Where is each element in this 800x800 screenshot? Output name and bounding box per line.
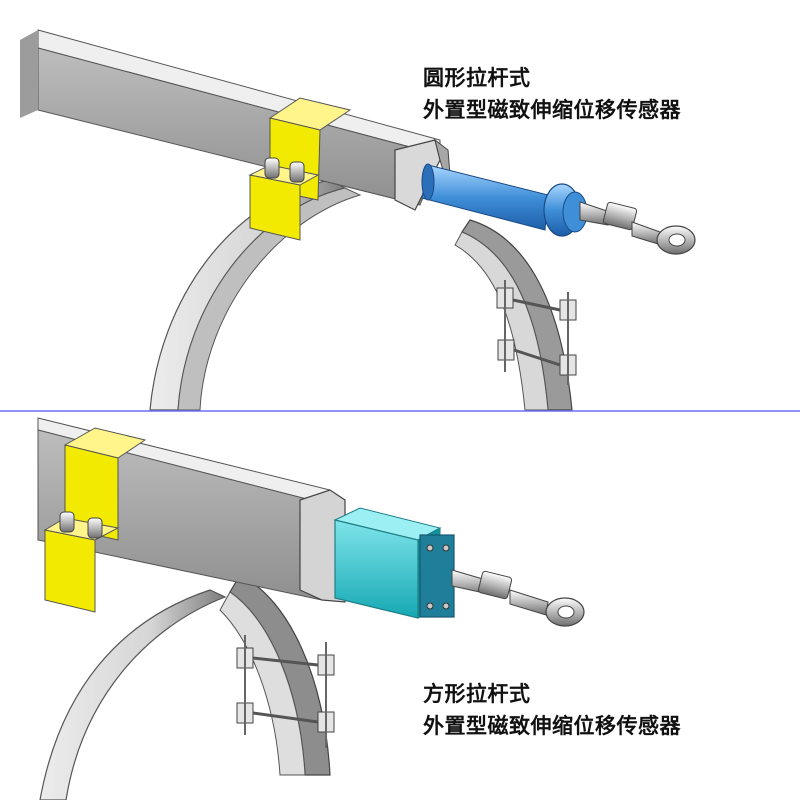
bottom-square-sensor — [333, 507, 585, 627]
top-back-band — [454, 219, 573, 411]
bottom-assembly-drawing — [37, 417, 585, 800]
bottom-back-band — [219, 574, 331, 776]
bottom-caption-line2: 外置型磁致伸缩位移传感器 — [423, 714, 681, 738]
top-yellow-bracket — [248, 97, 352, 241]
bottom-caption-line1: 方形拉杆式 — [423, 682, 531, 706]
bottom-clamp-ring — [39, 589, 227, 800]
top-assembly-drawing — [20, 29, 696, 411]
bottom-yellow-bracket — [43, 427, 147, 613]
bottom-beam-end-cap — [299, 489, 346, 603]
bottom-band-clamp — [236, 635, 335, 748]
top-band-clamp — [496, 280, 577, 385]
top-caption-line2: 外置型磁致伸缩位移传感器 — [423, 98, 681, 122]
bottom-caption: 方形拉杆式 外置型磁致伸缩位移传感器 — [423, 678, 681, 742]
top-caption-line1: 圆形拉杆式 — [423, 66, 531, 90]
top-square-beam — [20, 29, 441, 206]
top-round-sensor — [421, 163, 696, 255]
top-caption: 圆形拉杆式 外置型磁致伸缩位移传感器 — [423, 62, 681, 126]
